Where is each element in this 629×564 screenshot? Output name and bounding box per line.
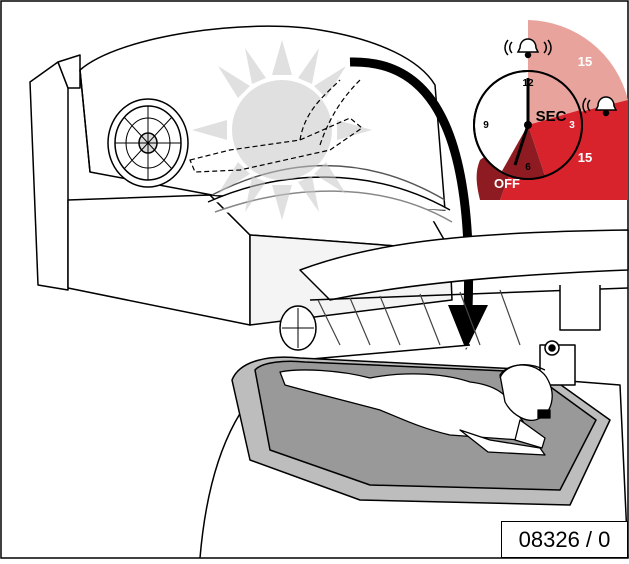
timer-upper-value: 15: [578, 54, 592, 69]
dial-number-12: 12: [522, 78, 534, 89]
sun-icon: [192, 40, 372, 220]
fan-icon: [280, 306, 316, 350]
dial-number-9: 9: [483, 120, 489, 131]
side-panel: [30, 62, 68, 290]
dial-number-6: 6: [525, 162, 531, 173]
dial-number-3: 3: [569, 120, 575, 131]
base-front: [68, 195, 250, 325]
timer-dial: 12 3 6 9 SEC 15 15 OFF: [474, 20, 628, 200]
timer-lower-value: 15: [578, 150, 592, 165]
fan-icon: [108, 99, 188, 187]
timer-off-label: OFF: [494, 176, 520, 191]
goggles: [538, 410, 550, 418]
timer-center-label: SEC: [536, 108, 567, 125]
reference-code: 08326 / 0: [501, 521, 628, 558]
